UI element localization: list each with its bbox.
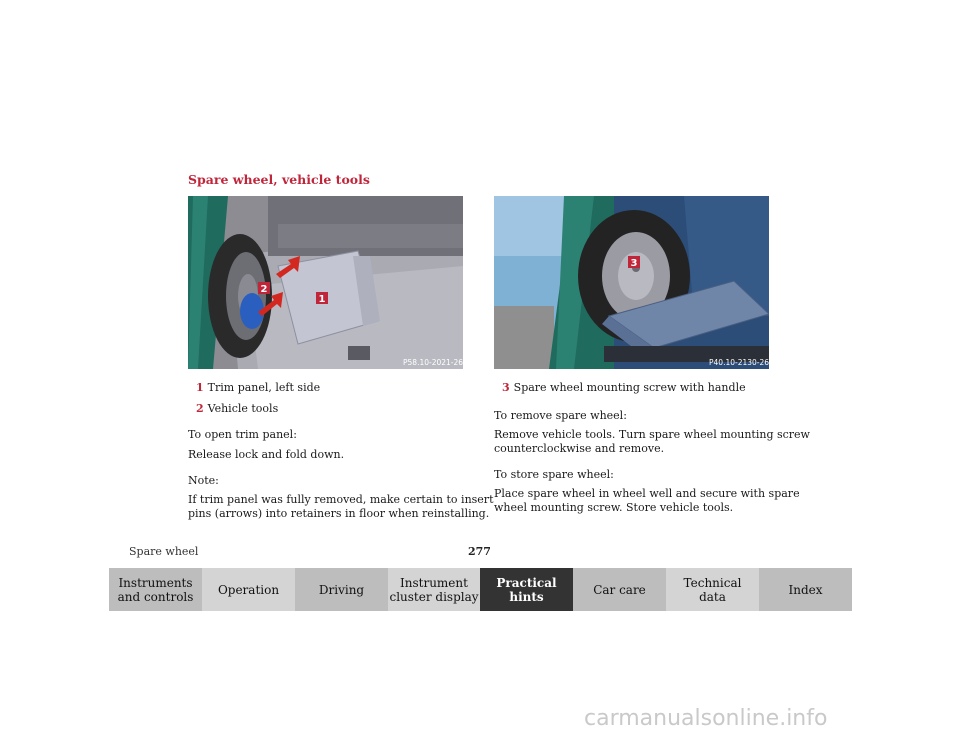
tab-label-line1: Instruments <box>118 575 193 590</box>
tab-label: Index <box>788 582 823 597</box>
open-trim-heading: To open trim panel: <box>188 428 297 441</box>
tab-label-line1: Instrument <box>400 575 468 590</box>
remove-line-2: counterclockwise and remove. <box>494 442 665 455</box>
figure-code-right: P40.10-2130-26 <box>709 358 769 367</box>
caption-number: 1 <box>196 381 204 394</box>
tab-operation[interactable]: Operation <box>202 568 295 611</box>
remove-line-1: Remove vehicle tools. Turn spare wheel m… <box>494 428 810 441</box>
callout-3: 3 <box>631 258 638 269</box>
note-line-2: pins (arrows) into retainers in floor wh… <box>188 507 490 520</box>
store-line-1: Place spare wheel in wheel well and secu… <box>494 487 800 500</box>
note-label: Note: <box>188 474 219 487</box>
figure-code-left: P58.10-2021-26 <box>403 358 463 367</box>
tab-index[interactable]: Index <box>759 568 852 611</box>
caption-text: Trim panel, left side <box>207 381 321 394</box>
store-heading: To store spare wheel: <box>494 468 614 481</box>
watermark: carmanualsonline.info <box>584 706 828 731</box>
caption-text: Vehicle tools <box>207 402 279 415</box>
tab-label-line2: cluster display <box>389 589 479 604</box>
tab-label-line2: data <box>699 589 726 604</box>
tab-label: Operation <box>217 582 280 597</box>
caption-number: 2 <box>196 402 204 415</box>
note-line-1: If trim panel was fully removed, make ce… <box>188 493 494 506</box>
trim-panel-illustration: 2 1 P58.10-2021-26 <box>188 196 463 369</box>
tab-label: Driving <box>318 582 365 597</box>
caption-text: Spare wheel mounting screw with handle <box>513 381 746 394</box>
tab-driving[interactable]: Driving <box>295 568 388 611</box>
remove-heading: To remove spare wheel: <box>494 409 627 422</box>
tab-car-care[interactable]: Car care <box>573 568 666 611</box>
tab-label-line2: and controls <box>117 589 194 604</box>
tab-label: Practical hints <box>496 575 557 604</box>
page-number: 277 <box>468 545 491 558</box>
spare-wheel-illustration: 3 P40.10-2130-26 <box>494 196 769 369</box>
section-title: Spare wheel, vehicle tools <box>188 172 370 187</box>
tab-label: Car care <box>593 582 646 597</box>
callout-2: 2 <box>261 284 268 295</box>
caption-number: 3 <box>502 381 510 394</box>
callout-1: 1 <box>319 294 326 305</box>
footer-section-title: Spare wheel <box>129 545 199 558</box>
tab-practical-hints[interactable]: Practical hints <box>480 568 573 611</box>
open-trim-body: Release lock and fold down. <box>188 448 345 461</box>
tab-label-line1: Technical <box>683 575 742 590</box>
store-line-2: wheel mounting screw. Store vehicle tool… <box>494 501 734 514</box>
